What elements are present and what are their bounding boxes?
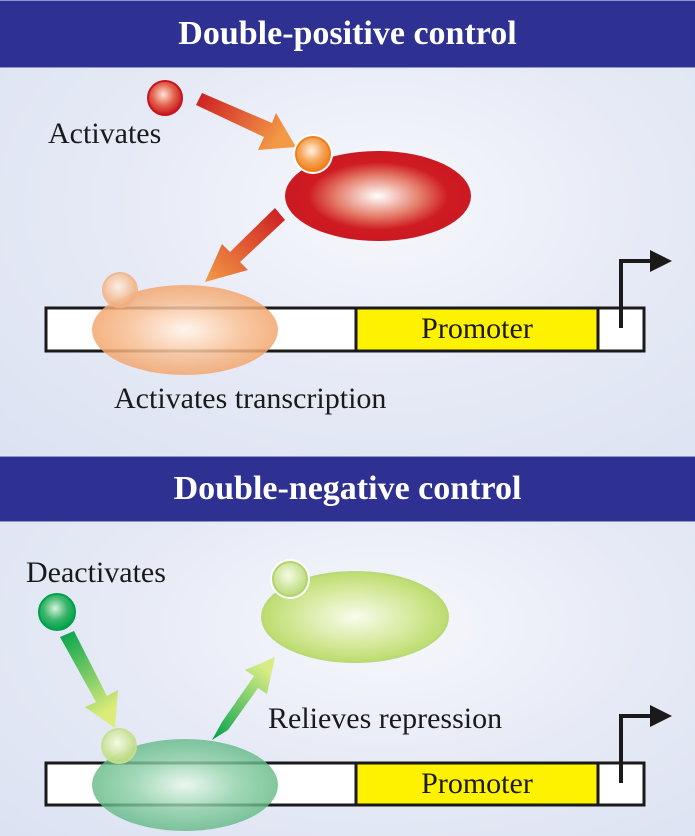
promoter-box bbox=[354, 306, 600, 353]
activator-ball-icon bbox=[147, 80, 183, 116]
arrowhead-icon bbox=[650, 250, 672, 272]
promoter-label: Promoter bbox=[421, 312, 533, 345]
binding-arrow-icon bbox=[196, 93, 296, 150]
promoter-box bbox=[354, 761, 600, 807]
bound-inhibitor-ball-icon bbox=[101, 728, 137, 764]
bound-inhibitor-ball-icon bbox=[272, 561, 308, 597]
activates-transcription-label: Activates transcription bbox=[114, 382, 386, 415]
bound-ligand-ball-icon bbox=[295, 136, 331, 172]
arrowhead-icon bbox=[650, 705, 672, 727]
repressor-protein-released bbox=[261, 571, 449, 663]
activation-arrow-icon bbox=[205, 208, 285, 282]
activator-protein-active bbox=[285, 151, 471, 241]
bottom-transcription-start-arrow bbox=[619, 705, 672, 783]
binding-arrow-icon bbox=[60, 631, 118, 728]
top-panel-title: Double-positive control bbox=[0, 0, 695, 68]
repressor-bound-to-dna bbox=[92, 739, 278, 831]
release-arrow-icon bbox=[212, 657, 275, 740]
inhibitor-ball-icon bbox=[38, 593, 76, 631]
top-transcription-start-arrow bbox=[619, 250, 672, 328]
bound-ligand-ball-icon bbox=[102, 272, 138, 308]
promoter-label: Promoter bbox=[421, 767, 533, 800]
activates-label: Activates bbox=[48, 117, 161, 150]
relieves-repression-label: Relieves repression bbox=[268, 702, 502, 735]
bottom-panel-title: Double-negative control bbox=[0, 456, 695, 522]
deactivates-label: Deactivates bbox=[26, 556, 166, 589]
activator-bound-to-dna bbox=[92, 285, 278, 375]
